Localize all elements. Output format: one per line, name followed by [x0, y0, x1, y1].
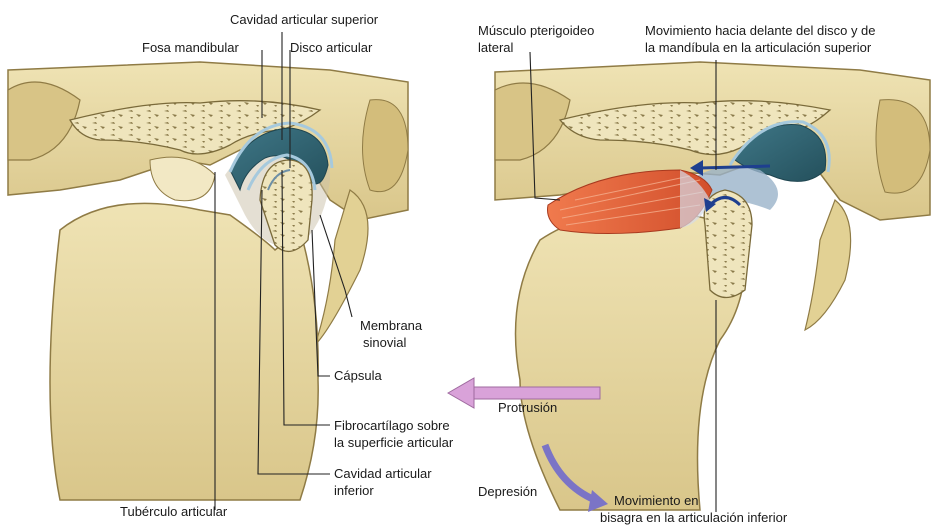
right-styloid [805, 200, 851, 330]
label-membrana: Membrana [360, 318, 422, 334]
label-articulacion-superior: la mandíbula en la articulación superior [645, 40, 871, 56]
label-fosa-mandibular: Fosa mandibular [142, 40, 239, 56]
label-depresion: Depresión [478, 484, 537, 500]
label-protrusion: Protrusión [498, 400, 557, 416]
label-cavidad-inferior: Cavidad articular [334, 466, 432, 482]
label-bisagra-inferior: bisagra en la articulación inferior [600, 510, 787, 526]
label-movimiento-en: Movimiento en [614, 493, 699, 509]
label-lateral: lateral [478, 40, 513, 56]
label-disco-articular: Disco articular [290, 40, 372, 56]
label-tuberculo-articular: Tubérculo articular [120, 504, 227, 520]
label-fibrocartilago: Fibrocartílago sobre [334, 418, 450, 434]
label-capsula: Cápsula [334, 368, 382, 384]
label-inferior: inferior [334, 483, 374, 499]
label-superficie-articular: la superficie articular [334, 435, 453, 451]
right-panel-art [495, 52, 930, 512]
label-movimiento-delante: Movimiento hacia delante del disco y de [645, 23, 876, 39]
label-cavidad-superior: Cavidad articular superior [230, 12, 378, 28]
label-musculo-pterigoideo: Músculo pterigoideo [478, 23, 594, 39]
label-sinovial: sinovial [363, 335, 406, 351]
